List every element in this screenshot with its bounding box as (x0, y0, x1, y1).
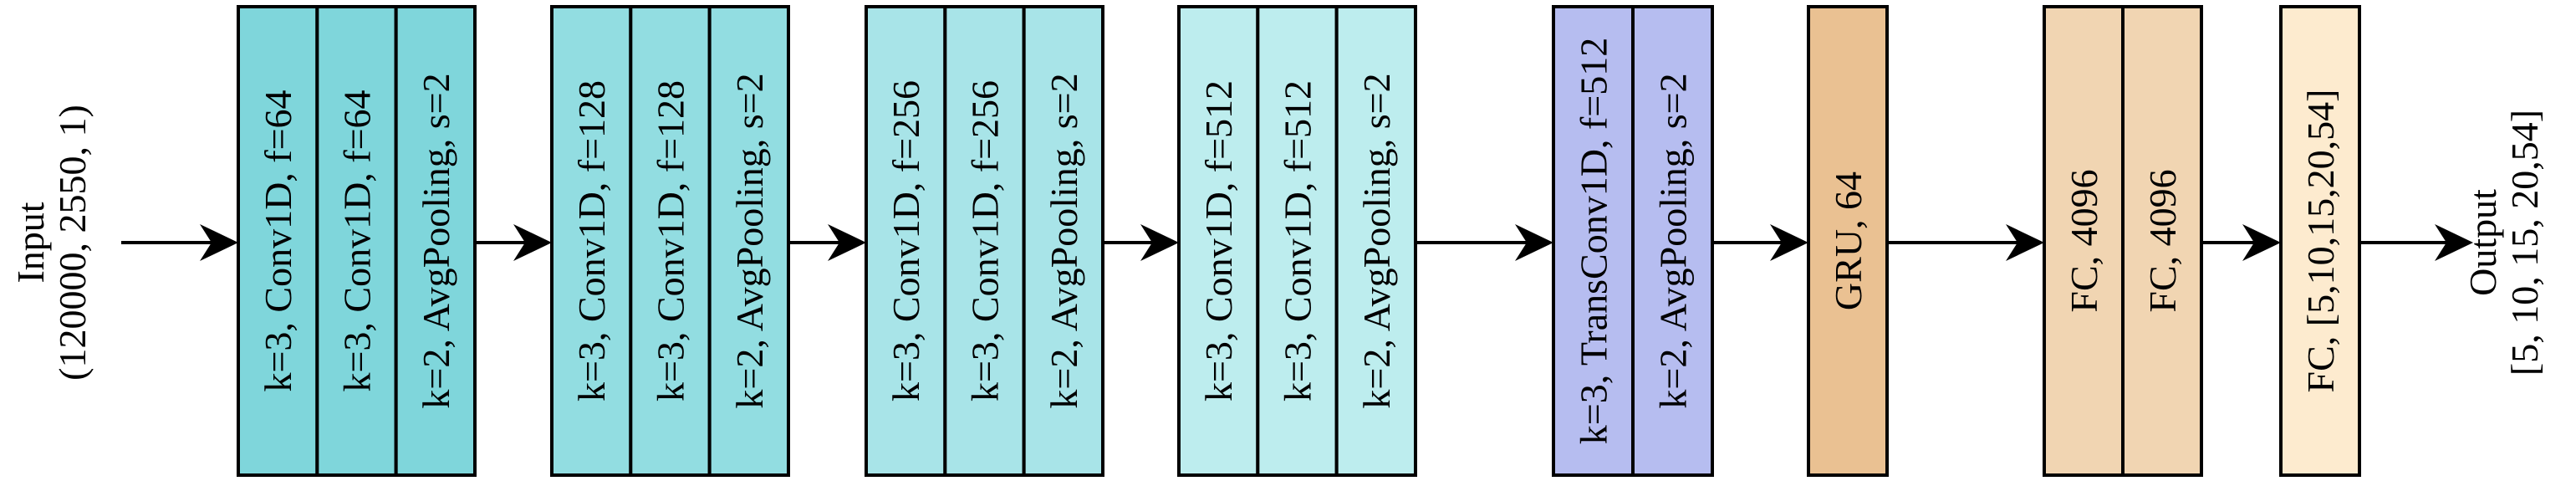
conv-block-3-cell-1-label: k=3, Conv1D, f=256 (885, 80, 927, 402)
conv-block-1-cell-3-label: k=2, AvgPooling, s=2 (415, 73, 457, 408)
conv-block-1-cell-3 (394, 5, 477, 477)
conv-block-1-cell-1-label: k=3, Conv1D, f=64 (257, 90, 299, 391)
conv-block-2-cell-2 (629, 5, 712, 477)
output-label: Output [5, 10, 15, 20,54] (2461, 110, 2546, 376)
arrow-2 (475, 224, 552, 261)
arrow-1 (121, 224, 238, 261)
conv-block-2-cell-3 (707, 5, 791, 477)
gru-block-cell-1-label: GRU, 64 (1827, 171, 1870, 310)
arrow-7 (1887, 224, 2044, 261)
arrow-4-head (1140, 224, 1179, 261)
conv-block-2-cell-1-label: k=3, Conv1D, f=128 (570, 80, 613, 402)
transconv-block-cell-1-label: k=3, TransConv1D, f=512 (1573, 38, 1615, 444)
conv-block-2-cell-1 (550, 5, 633, 477)
conv-block-3: k=3, Conv1D, f=256 k=3, Conv1D, f=256 k=2,… (865, 5, 1104, 477)
gru-block-cell-1 (1807, 5, 1889, 477)
arrow-1-head (200, 224, 238, 261)
conv-block-1-cell-1 (237, 5, 319, 477)
conv-block-4-cell-3-label: k=2, AvgPooling, s=2 (1355, 73, 1398, 408)
conv-block-1: k=3, Conv1D, f=64 k=3, Conv1D, f=64 k=2, A… (237, 5, 477, 477)
arrow-8 (2201, 224, 2281, 261)
fc-block-cell-1 (2043, 5, 2125, 477)
conv-block-4-cell-2 (1256, 5, 1339, 477)
fc-output-block: FC, [5,10,15,20,54] (2279, 5, 2361, 477)
transconv-block: k=3, TransConv1D, f=512 k=2, AvgPooling, … (1552, 5, 1714, 477)
conv-block-4-cell-2-label: k=3, Conv1D, f=512 (1277, 80, 1319, 402)
conv-block-2: k=3, Conv1D, f=128 k=3, Conv1D, f=128 k=2,… (550, 5, 791, 477)
arrow-5-head (1515, 224, 1553, 261)
conv-block-4-cell-1-label: k=3, Conv1D, f=512 (1197, 80, 1240, 402)
arrow-3 (788, 224, 866, 261)
arrow-2-head (513, 224, 552, 261)
arrow-5 (1416, 224, 1553, 261)
arrow-9-head (2435, 224, 2473, 261)
conv-block-3-cell-2 (943, 5, 1026, 477)
fc-block-cell-2 (2121, 5, 2203, 477)
conv-block-4-cell-3 (1334, 5, 1417, 477)
arrow-3-head (828, 224, 866, 261)
fc-block-cell-1-label: FC, 4096 (2063, 169, 2105, 312)
arrow-6 (1712, 224, 1808, 261)
arrow-8-head (2242, 224, 2281, 261)
arrow-4 (1103, 224, 1179, 261)
conv-block-1-cell-2 (315, 5, 398, 477)
output-label-shape: [5, 10, 15, 20,54] (2503, 110, 2546, 376)
conv-block-4: k=3, Conv1D, f=512 k=3, Conv1D, f=512 k=2,… (1177, 5, 1417, 477)
conv-block-1-cell-2-label: k=3, Conv1D, f=64 (336, 90, 379, 391)
arrow-7-head (2006, 224, 2044, 261)
fc-block: FC, 4096 FC, 4096 (2043, 5, 2203, 477)
conv-block-2-cell-2-label: k=3, Conv1D, f=128 (650, 80, 692, 402)
input-label-title: Input (9, 202, 52, 283)
conv-block-2-cell-3-label: k=2, AvgPooling, s=2 (728, 73, 771, 408)
fc-block-cell-2-label: FC, 4096 (2141, 169, 2184, 312)
conv-block-4-cell-1 (1177, 5, 1260, 477)
arrow-9 (2359, 224, 2473, 261)
transconv-block-cell-2 (1631, 5, 1714, 477)
arrow-6-head (1770, 224, 1808, 261)
conv-block-3-cell-3-label: k=2, AvgPooling, s=2 (1043, 73, 1085, 408)
conv-block-3-cell-2-label: k=3, Conv1D, f=256 (964, 80, 1007, 402)
transconv-block-cell-1 (1552, 5, 1635, 477)
fc-output-block-cell-1-label: FC, [5,10,15,20,54] (2299, 90, 2342, 393)
gru-block: GRU, 64 (1807, 5, 1889, 477)
blocks-layer: k=3, Conv1D, f=64 k=3, Conv1D, f=64 k=2, A… (237, 5, 2361, 477)
input-label-shape: (120000, 2550, 1) (51, 105, 94, 381)
input-label: Input (120000, 2550, 1) (9, 105, 94, 381)
conv-block-3-cell-3 (1022, 5, 1104, 477)
fc-output-block-cell-1 (2279, 5, 2361, 477)
arrows-layer (121, 224, 2473, 261)
transconv-block-cell-2-label: k=2, AvgPooling, s=2 (1652, 73, 1695, 408)
